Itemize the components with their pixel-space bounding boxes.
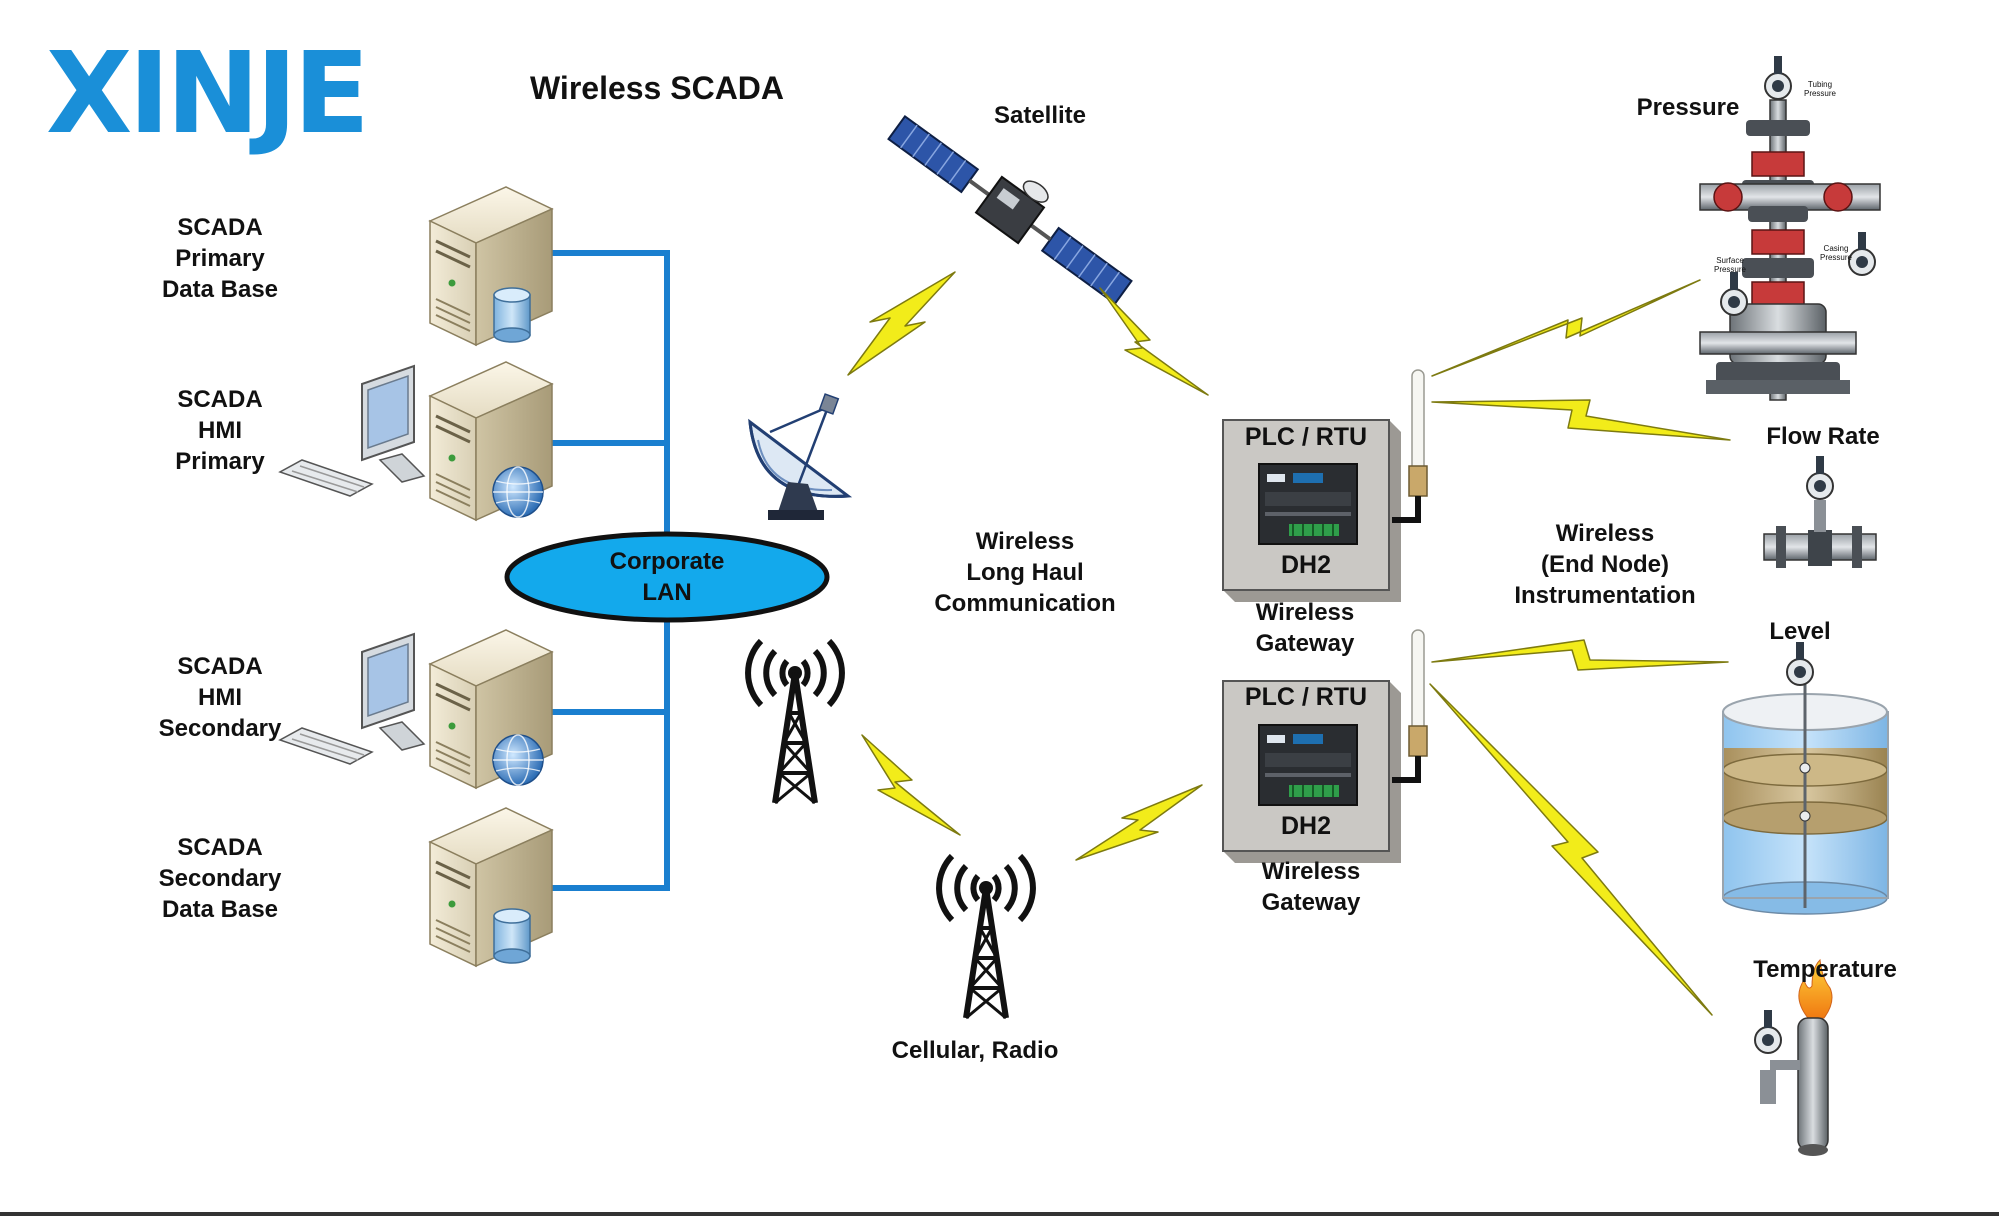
satellite-icon: [887, 114, 1133, 306]
label-satellite: Satellite: [993, 102, 1087, 129]
corporate-lan-ellipse: [504, 531, 830, 623]
bolt-dish-satellite: [847, 271, 956, 376]
hmi-secondary-workstation: [279, 633, 425, 765]
bolt-cellular-gateway: [1075, 784, 1203, 861]
gateway-2-model: DH2: [1280, 812, 1331, 840]
label-temperature: Temperature: [1753, 956, 1897, 983]
wellhead-pressure-icon: [1699, 55, 1881, 401]
bolt-gateway-flow: [1431, 399, 1731, 441]
temperature-sensor-icon: [1754, 958, 1833, 1156]
cellular-tower-icon: [939, 856, 1033, 1018]
label-pressure: Pressure: [1636, 94, 1740, 121]
bolt-gateway-pressure: [1431, 279, 1701, 377]
gateway-1-header: PLC / RTU: [1244, 423, 1368, 451]
flow-meter-icon: [1763, 455, 1877, 568]
bolt-tower-cellular: [861, 734, 961, 836]
level-tank-icon: [1722, 641, 1889, 915]
gateway-1-model: DH2: [1280, 551, 1331, 579]
bolt-gateway-level: [1431, 639, 1729, 671]
diagram-title: Wireless SCADA: [530, 70, 785, 106]
server-hmi-secondary: [428, 628, 554, 790]
label-cellular-radio: Cellular, Radio: [891, 1037, 1059, 1064]
xinje-logo: XINJE: [46, 29, 370, 159]
label-flow-rate: Flow Rate: [1766, 423, 1880, 450]
bolt-gateway-temperature: [1429, 683, 1713, 1016]
hmi-primary-workstation: [279, 365, 425, 497]
satellite-dish-icon: [748, 393, 853, 520]
bolt-satellite-gateway: [1099, 287, 1209, 396]
label-end-node-instrumentation: Wireless(End Node)Instrumentation: [1514, 520, 1696, 609]
bottom-border: [0, 1212, 1999, 1216]
label-level: Level: [1769, 618, 1831, 645]
server-hmi-primary: [428, 360, 554, 522]
gateway-2-header: PLC / RTU: [1244, 683, 1368, 711]
server-secondary-db: [428, 806, 554, 968]
server-primary-db: [428, 185, 554, 347]
radio-tower-icon: [748, 641, 842, 803]
